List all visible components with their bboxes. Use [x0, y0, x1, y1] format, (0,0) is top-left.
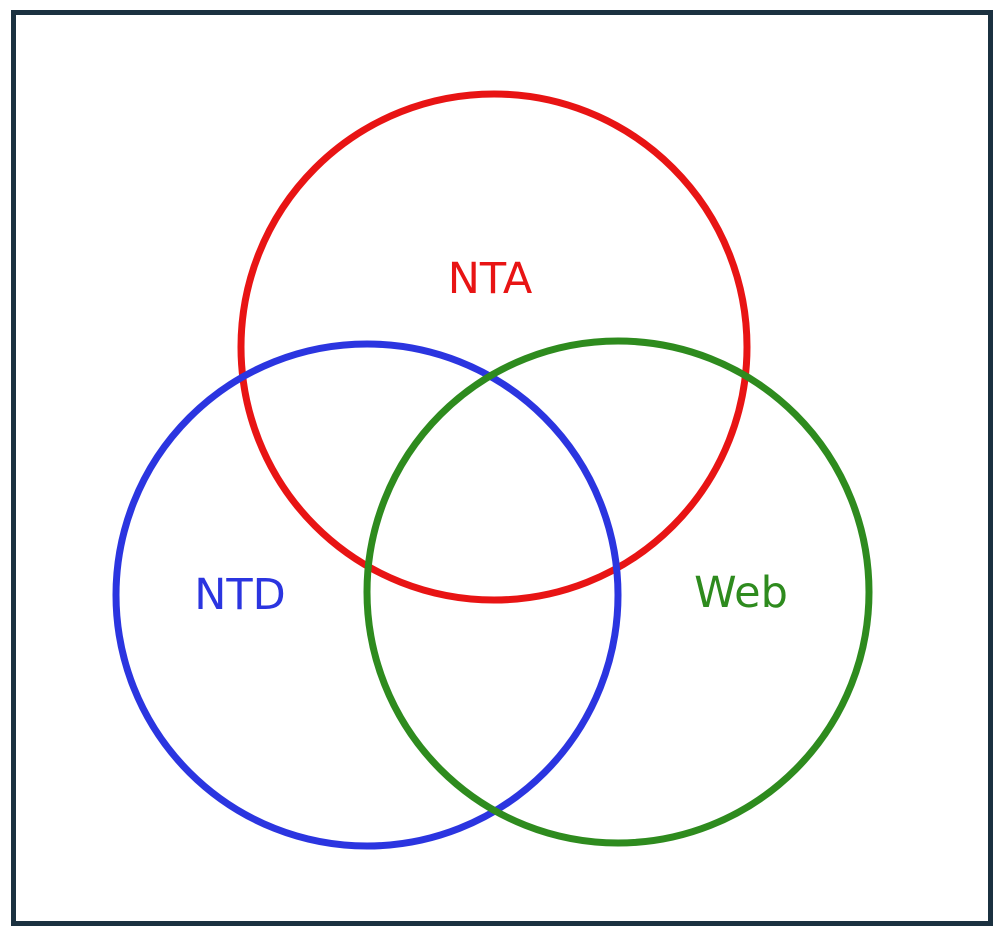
venn-circle-web [363, 337, 873, 847]
venn-label-ntd: NTD [194, 570, 286, 620]
diagram-border-frame [11, 10, 993, 926]
venn-label-nta: NTA [448, 254, 533, 304]
venn-circle-nta [237, 90, 751, 604]
venn-label-web: Web [694, 568, 788, 618]
venn-circle-ntd [112, 340, 622, 850]
